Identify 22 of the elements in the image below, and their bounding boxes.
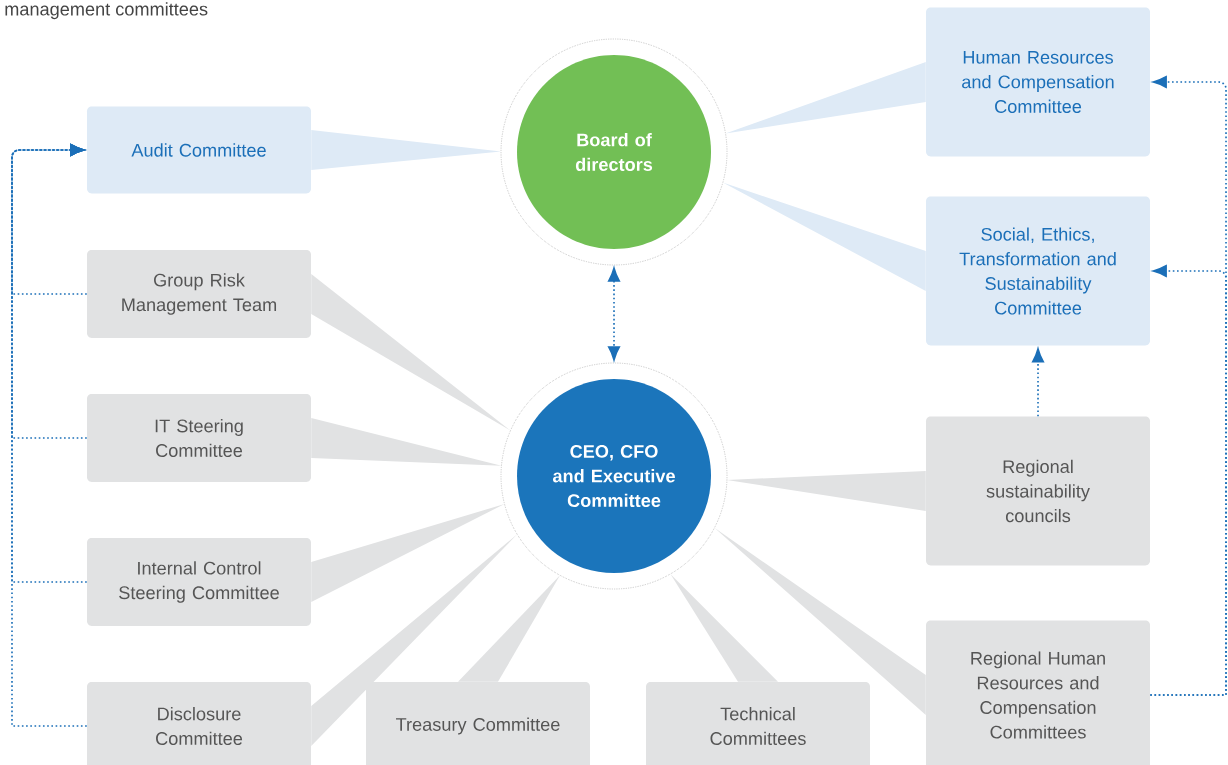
committee-box: Disclosure Committee xyxy=(87,682,311,765)
committee-box: Technical Committees xyxy=(646,682,870,765)
dotted-arrow xyxy=(608,267,621,361)
committee-box: Social, Ethics, Transformation and Sustainability Committee xyxy=(926,196,1150,346)
committee-box: Regional sustainability councils xyxy=(926,416,1150,566)
committee-box: Group Risk Management Team xyxy=(87,250,311,338)
callout-wedge xyxy=(714,527,926,715)
committee-box: Regional Human Resources and Compensation Committees xyxy=(926,620,1150,765)
dotted-arrow xyxy=(11,144,88,727)
dotted-arrow xyxy=(1149,265,1227,696)
callout-wedge xyxy=(311,274,511,431)
committee-box: Treasury Committee xyxy=(366,682,590,765)
callout-wedge xyxy=(311,418,502,466)
committee-box: Audit Committee xyxy=(87,106,311,194)
callout-wedge xyxy=(311,130,501,170)
committee-box: Human Resources and Compensation Committee xyxy=(926,7,1150,157)
callout-wedge xyxy=(722,182,926,291)
dotted-arrow xyxy=(1032,348,1045,418)
title: management committees xyxy=(5,2,208,20)
committee-box: Internal Control Steering Committee xyxy=(87,538,311,626)
callout-wedge xyxy=(670,573,778,682)
callout-wedge xyxy=(458,575,560,682)
